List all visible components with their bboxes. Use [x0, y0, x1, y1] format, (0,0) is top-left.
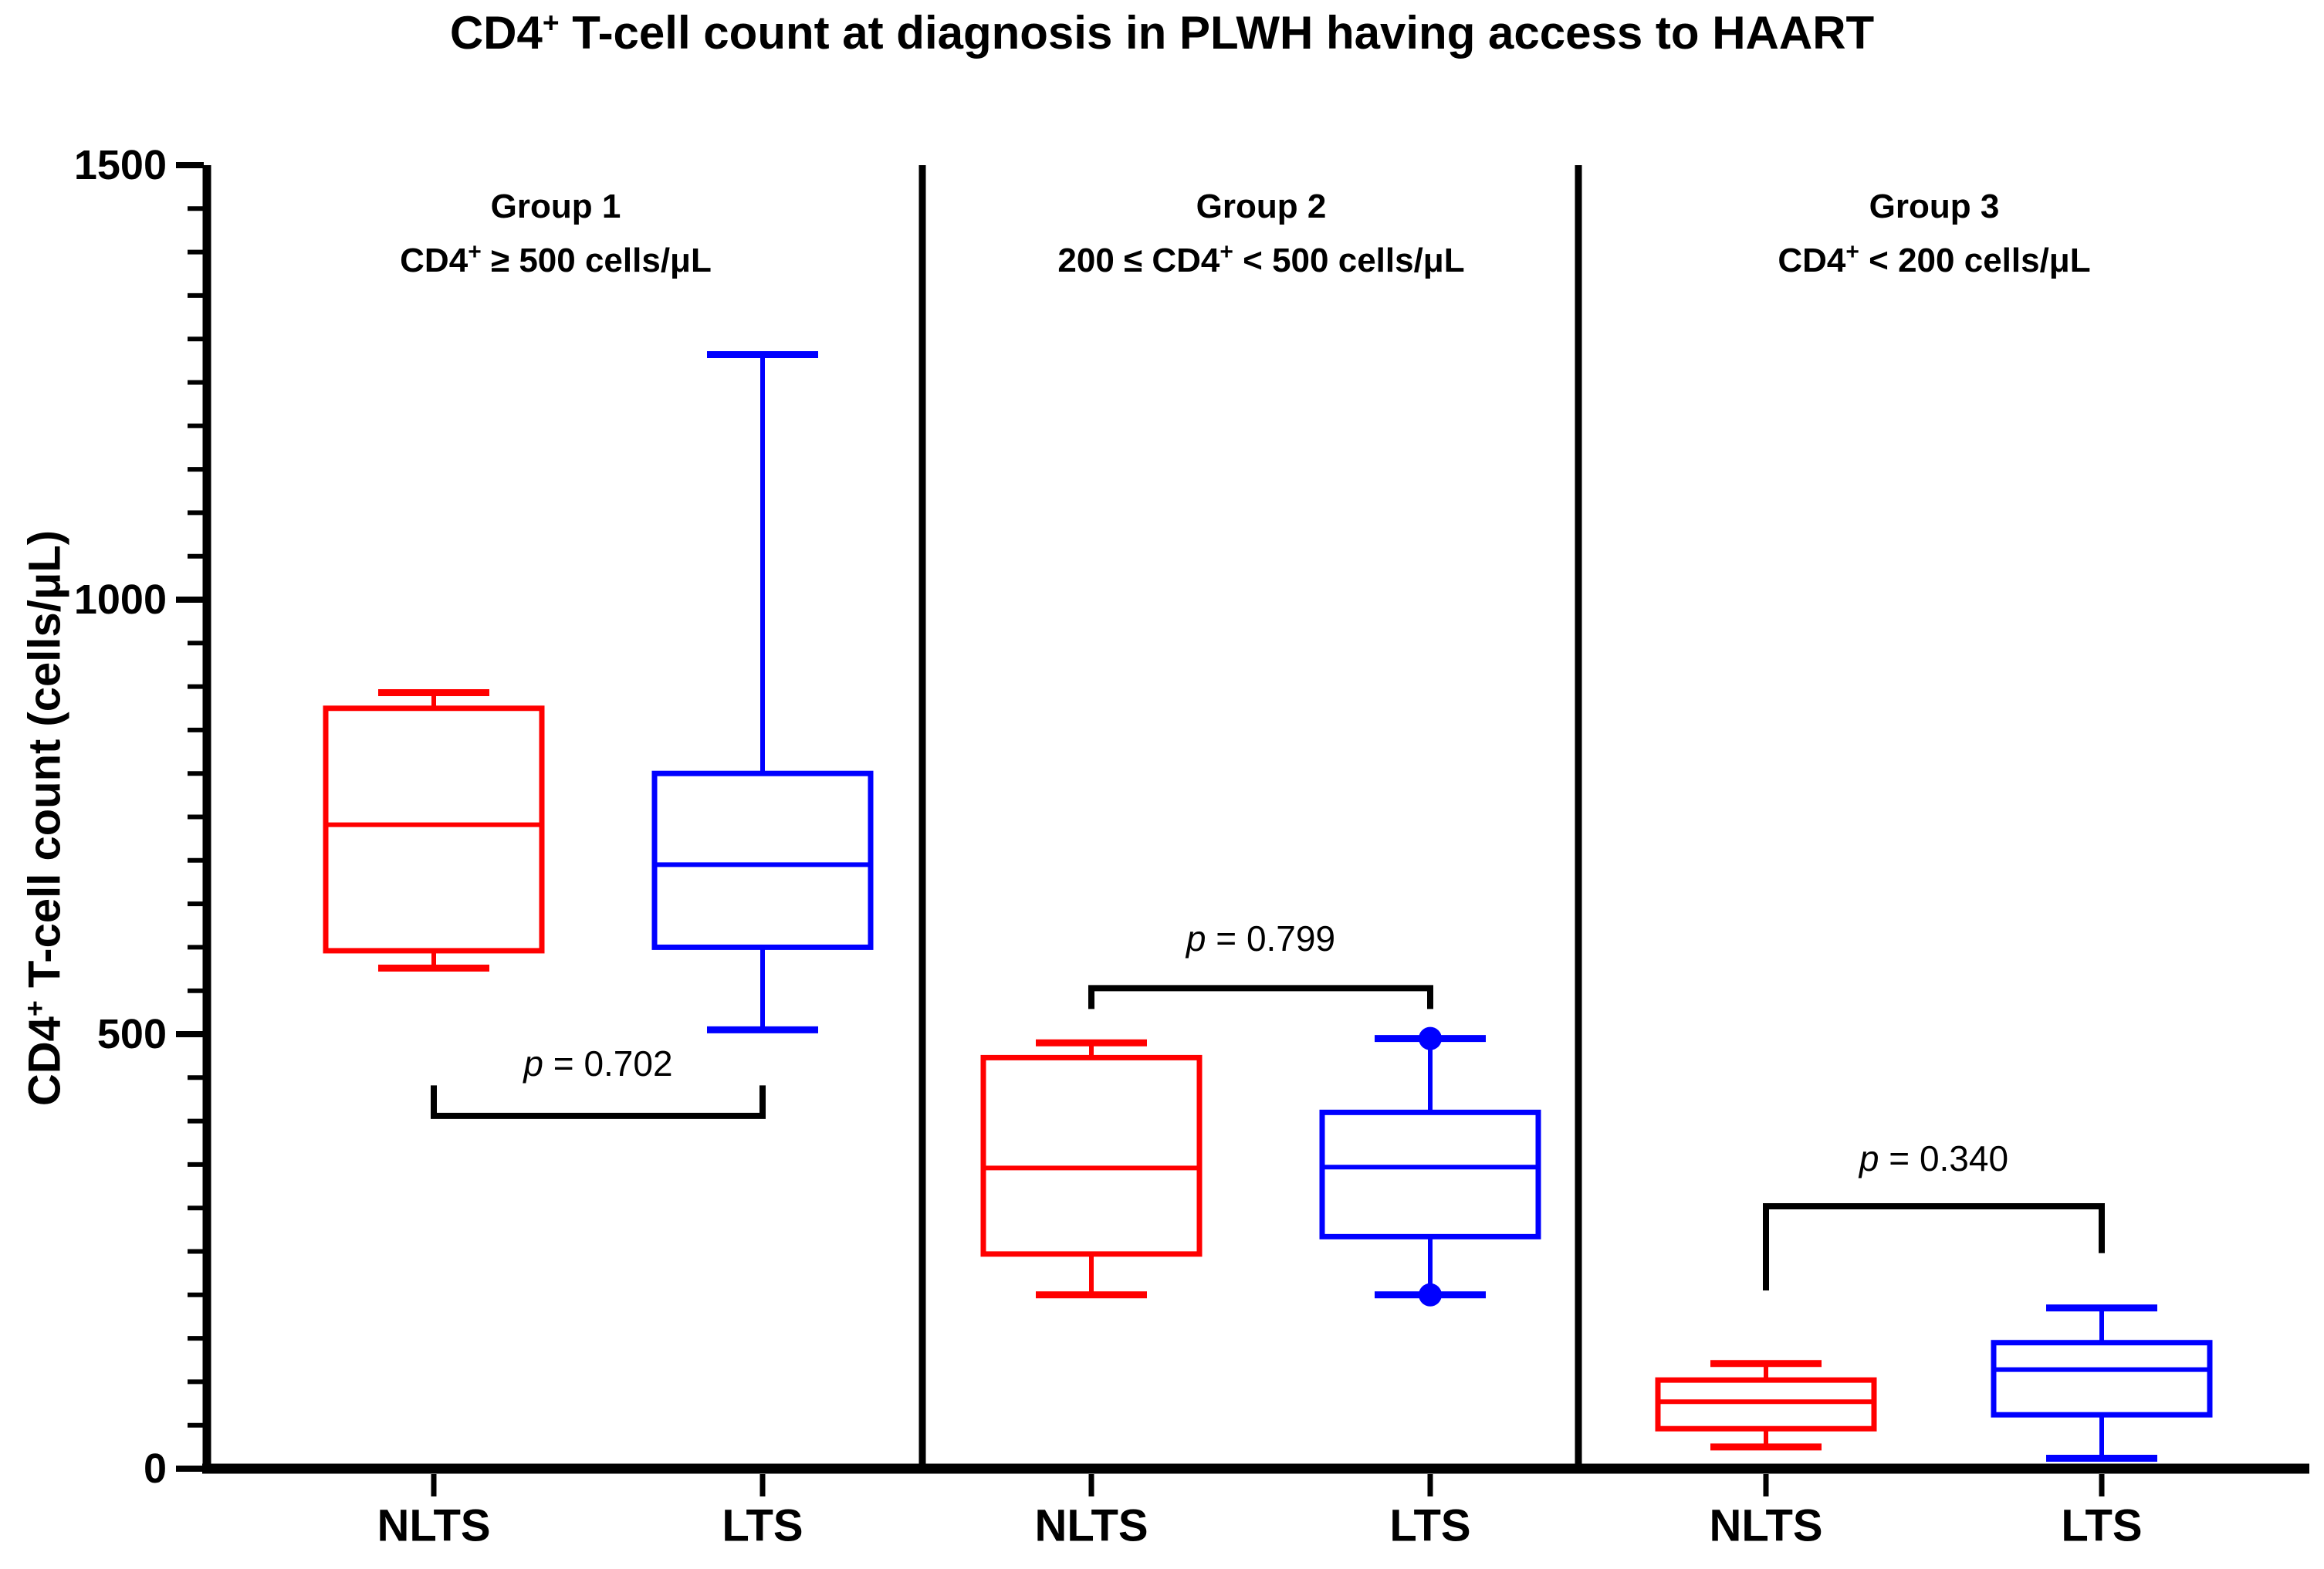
p-value-label: p = 0.702 — [522, 1043, 672, 1084]
x-tick-label: NLTS — [1709, 1501, 1822, 1551]
box-nlts — [980, 1054, 1203, 1257]
p-value-label: p = 0.799 — [1185, 918, 1335, 959]
group-name-label: Group 2 — [1196, 188, 1327, 225]
group-condition-label: 200 ≤ CD4+ < 500 cells/μL — [1057, 239, 1464, 279]
y-tick-label: 1000 — [74, 577, 167, 623]
chart-title: CD4+ T-cell count at diagnosis in PLWH h… — [0, 6, 2324, 59]
outlier-dot — [1419, 1026, 1442, 1050]
x-tick-label: NLTS — [377, 1501, 490, 1551]
x-tick-label: LTS — [1389, 1501, 1470, 1551]
outlier-dot — [1419, 1283, 1442, 1307]
chart-title-superscript: + — [542, 6, 560, 39]
p-value-label: p = 0.340 — [1858, 1138, 2008, 1178]
box-nlts — [323, 705, 545, 954]
y-tick-label: 500 — [97, 1011, 167, 1057]
group-condition-label: CD4+ ≥ 500 cells/μL — [400, 239, 712, 279]
y-tick-label: 0 — [144, 1446, 167, 1492]
box-nlts — [1655, 1377, 1877, 1432]
x-tick-label: LTS — [2061, 1501, 2142, 1551]
group-name-label: Group 1 — [491, 188, 621, 225]
significance-bracket — [431, 1085, 766, 1119]
box-lts — [651, 770, 874, 950]
significance-bracket — [1763, 1202, 2105, 1291]
x-tick-label: LTS — [722, 1501, 803, 1551]
x-tick-label: NLTS — [1034, 1501, 1148, 1551]
chart-title-text-rest: T-cell count at diagnosis in PLWH having… — [559, 7, 1875, 59]
y-tick-label: 1500 — [74, 142, 167, 188]
group-condition-label: CD4+ < 200 cells/μL — [1778, 239, 2090, 279]
box-lts — [1991, 1340, 2213, 1418]
chart-title-text: CD4 — [449, 7, 543, 59]
box-lts — [1319, 1109, 1541, 1239]
significance-bracket — [1088, 985, 1433, 1009]
group-name-label: Group 3 — [1869, 188, 2000, 225]
